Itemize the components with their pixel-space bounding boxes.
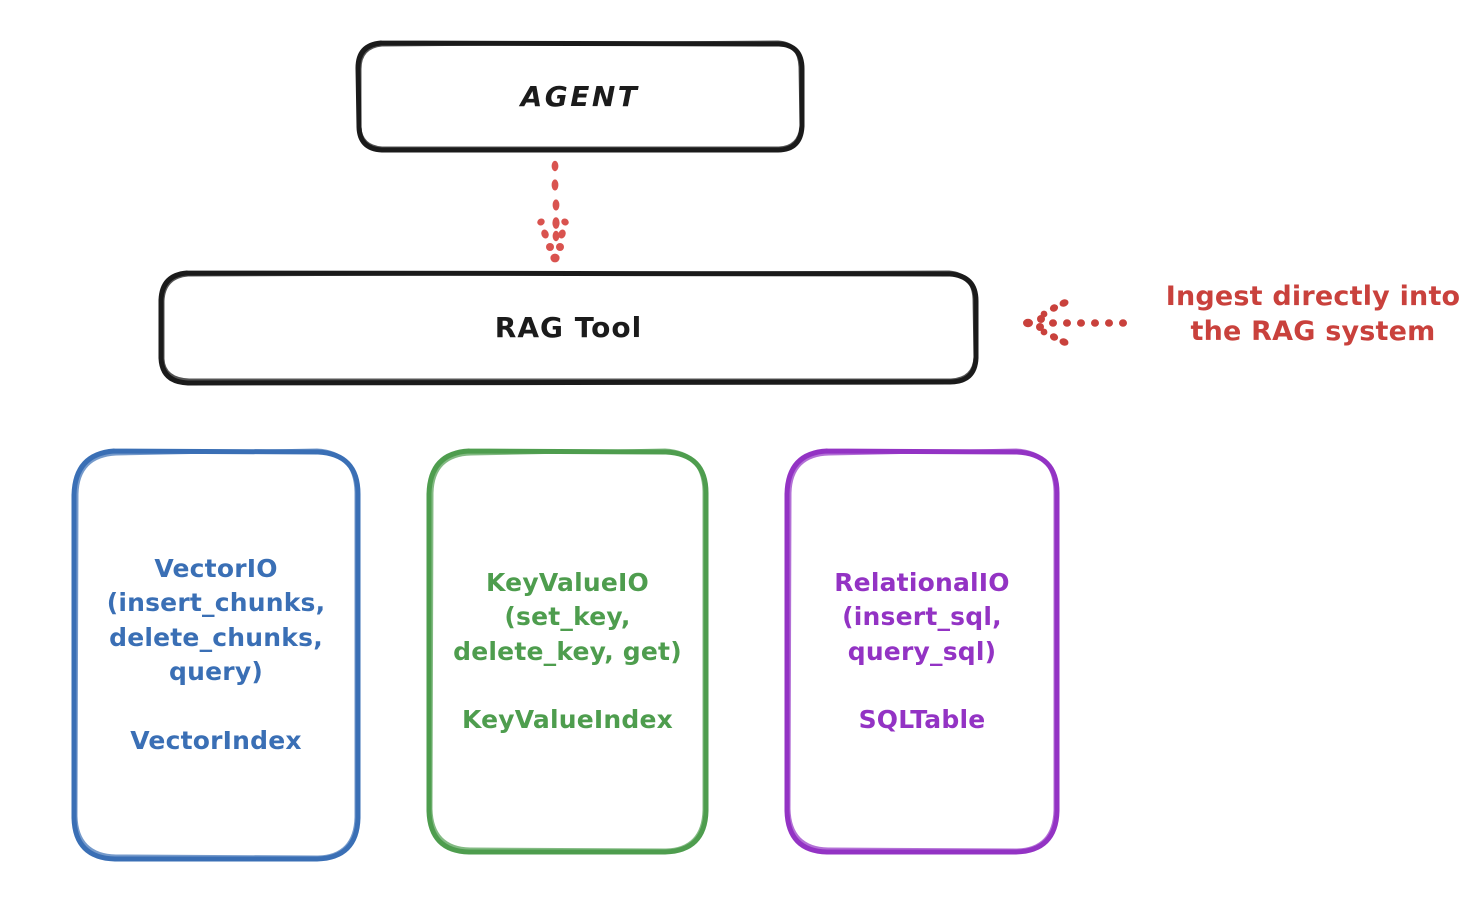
key-value-io-title: KeyValueIO (set_key, delete_key, get) [453, 567, 682, 666]
relational-io-content: RelationalIO (insert_sql, query_sql) SQL… [834, 566, 1010, 738]
vector-io-content: VectorIO (insert_chunks, delete_chunks, … [107, 552, 326, 759]
relational-io-index: SQLTable [858, 705, 986, 734]
key-value-io-content: KeyValueIO (set_key, delete_key, get) Ke… [453, 566, 682, 738]
ingest-annotation-text: Ingest directly into the RAG system [1165, 281, 1461, 348]
rag-tool-label: RAG Tool [494, 311, 643, 345]
key-value-io-index: KeyValueIndex [461, 705, 674, 734]
arrow-agent-to-rag-tool [537, 160, 569, 263]
arrow-ingest-to-rag-tool [1023, 299, 1127, 346]
relational-io-title: RelationalIO (insert_sql, query_sql) [834, 567, 1010, 666]
node-relational-io[interactable]: RelationalIO (insert_sql, query_sql) SQL… [783, 447, 1061, 856]
vector-io-index: VectorIndex [130, 725, 302, 755]
node-rag-tool[interactable]: RAG Tool [157, 270, 980, 386]
agent-label: AGENT [520, 79, 640, 113]
node-vector-io[interactable]: VectorIO (insert_chunks, delete_chunks, … [70, 447, 362, 863]
vector-io-title: VectorIO (insert_chunks, delete_chunks, … [106, 553, 326, 687]
node-agent[interactable]: AGENT [355, 40, 805, 153]
node-key-value-io[interactable]: KeyValueIO (set_key, delete_key, get) Ke… [425, 447, 710, 856]
